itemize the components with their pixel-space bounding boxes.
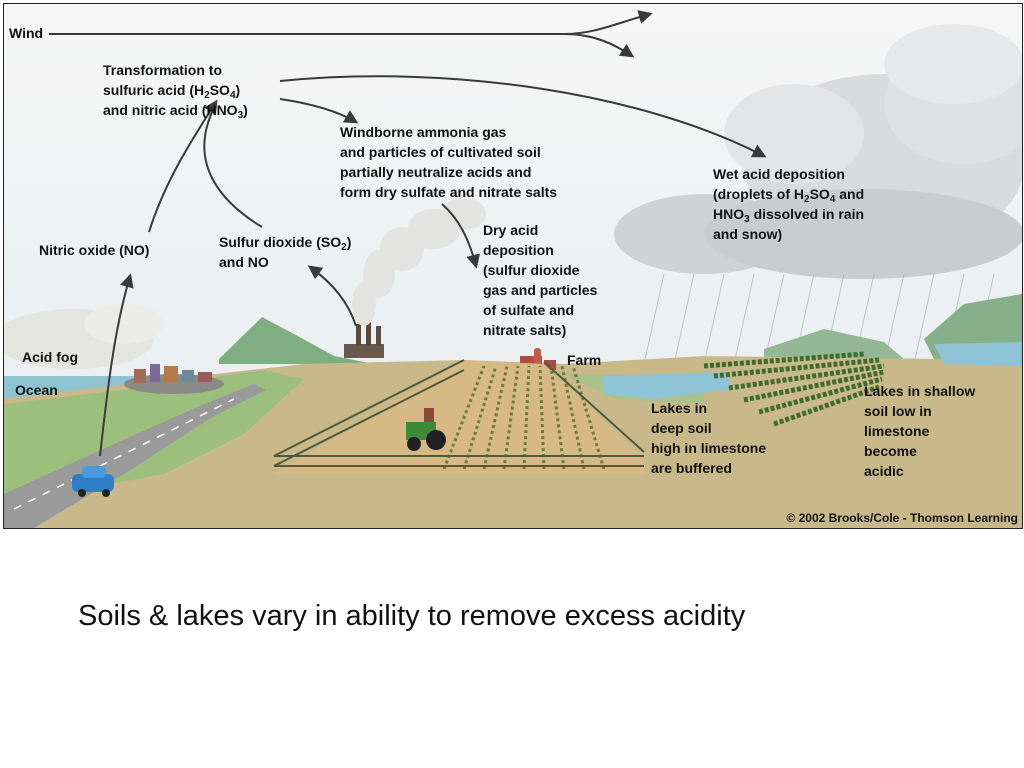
car — [72, 466, 114, 497]
wind-arrow-branch — [563, 33, 635, 58]
label-wind: Wind — [9, 25, 44, 41]
label-lakes-shallow-soil: Lakes in shallow soil low in limestone b… — [864, 383, 976, 479]
label-nitric-oxide: Nitric oxide (NO) — [39, 242, 150, 258]
fence — [273, 359, 645, 467]
arrows — [49, 10, 767, 457]
copyright-credit: © 2002 Brooks/Cole - Thomson Learning — [786, 511, 1018, 525]
crop-strips — [703, 351, 885, 427]
acid-deposition-diagram: Wind Transformation to sulfuric acid (H2… — [3, 3, 1023, 529]
label-acid-fog: Acid fog — [22, 349, 78, 365]
label-lakes-deep-soil: Lakes in deep soil high in limestone are… — [651, 400, 767, 476]
slide-caption: Soils & lakes vary in ability to remove … — [78, 600, 746, 632]
label-transformation: Transformation to sulfuric acid (H2SO4) … — [103, 62, 248, 121]
label-sulfur-dioxide: Sulfur dioxide (SO2) and NO — [219, 234, 352, 270]
label-dry-acid-deposition: Dry acid deposition (sulfur dioxide gas … — [483, 222, 598, 338]
label-ocean: Ocean — [15, 382, 58, 398]
field — [274, 360, 644, 474]
lake-deep-soil — [602, 372, 734, 399]
factory-emission-arrow — [307, 265, 357, 327]
storm-cloud — [614, 24, 1022, 279]
lake-shallow-soil — [934, 342, 1022, 366]
label-windborne-ammonia: Windborne ammonia gas and particles of c… — [340, 124, 558, 200]
transformation-to-wet-arrow — [279, 75, 767, 158]
label-farm: Farm — [567, 352, 602, 368]
car-emission-arrow — [99, 273, 134, 457]
factory — [344, 322, 384, 358]
landscape-illustration — [4, 4, 1022, 528]
tractor — [406, 408, 446, 451]
acid-fog — [4, 304, 164, 369]
hill-mid — [764, 329, 904, 359]
hill-left — [219, 317, 374, 364]
sulfur-dioxide-arrow — [203, 103, 263, 228]
smoke-plume — [352, 198, 486, 326]
label-wet-acid-deposition: Wet acid deposition (droplets of H2SO4 a… — [713, 166, 865, 242]
windborne-to-dry-arrow — [441, 203, 480, 269]
nitric-oxide-arrow — [148, 99, 218, 233]
crop-rows — [442, 365, 606, 470]
transformation-to-windborne-arrow — [279, 98, 359, 124]
town — [124, 364, 224, 394]
road — [4, 384, 266, 528]
